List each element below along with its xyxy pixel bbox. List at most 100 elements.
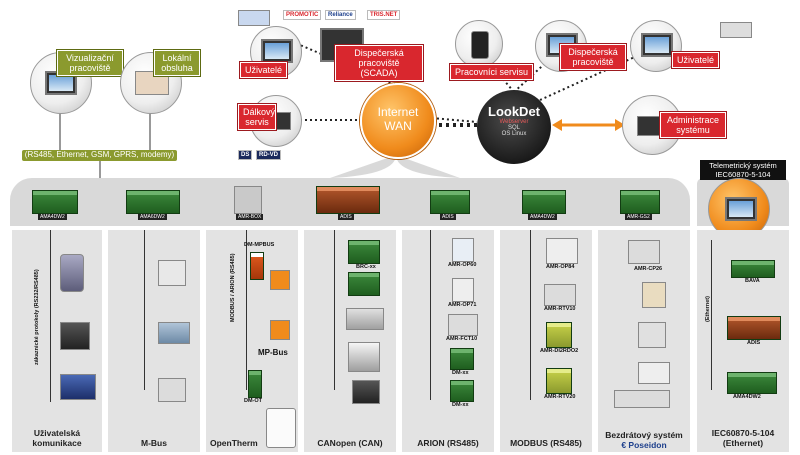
poseidon-brand: € Poseidon <box>598 440 690 450</box>
device-label: AMR-OP60 <box>448 262 477 268</box>
logo-ds: DS <box>238 150 253 160</box>
computer-icon <box>725 197 757 221</box>
wireless-sensor-device <box>642 282 666 308</box>
bus-module <box>316 186 380 214</box>
column-iec: (Ethernet) BAVA ADIS AMA4DW2 IEC60870-5-… <box>697 230 789 452</box>
dm-ot-device <box>248 370 262 398</box>
receiver-device <box>614 390 670 408</box>
dispecerska-right-label: Dispečerská pracoviště <box>560 44 626 70</box>
gateway-device <box>628 240 660 264</box>
io-device <box>546 368 572 394</box>
device-label: AMR-OP71 <box>448 302 477 308</box>
telemetricky-node <box>708 178 770 240</box>
lookdet-server-node: LookDet Webserver SQL OS Linux <box>477 90 551 164</box>
column-opentherm: MODBUS / ARION (RS485) DM-MPBUS MP-Bus D… <box>206 230 298 452</box>
bus-module-tag: AMR-GS2 <box>625 214 652 220</box>
uzivatele-right-label: Uživatelé <box>672 52 720 68</box>
bus-module <box>522 190 566 214</box>
actuator-device <box>270 320 290 340</box>
column-arion: AMR-OP60 AMR-OP71 AMR-FCT10 DM-xx DM-xx … <box>402 230 494 452</box>
wireless-sensor-device <box>638 322 666 348</box>
column-title: Uživatelská komunikace <box>32 428 82 448</box>
bus-module <box>32 190 78 214</box>
device-label: ADIS <box>747 340 761 346</box>
column-title: MODBUS (RS485) <box>510 438 582 448</box>
motor-device <box>352 380 380 404</box>
device-label: DM-xx <box>452 402 469 408</box>
smartphone-icon <box>471 31 489 59</box>
wireless-sensor-device <box>638 362 670 384</box>
logo-tris: TRIS.NET <box>367 10 401 20</box>
controller-device <box>448 314 478 336</box>
dm-device <box>450 380 474 402</box>
administrace-label: Administrace systému <box>660 112 726 138</box>
internet-label: Internet <box>377 105 419 119</box>
mpbus-label: MP-Bus <box>258 348 288 357</box>
device-label: AMR-RTV20 <box>544 394 576 400</box>
device-label: AMR-RTV10 <box>544 306 576 312</box>
bus-module-tag: ADIS <box>440 214 456 220</box>
software-logo-icon <box>238 10 270 26</box>
column-vertical-label: MODBUS / ARION (RS485) <box>230 253 236 322</box>
telemetricky-label: Telemetrický systém IEC60870-5-104 <box>700 160 786 180</box>
panel-device <box>452 238 474 262</box>
column-title: CANopen (CAN) <box>317 438 383 448</box>
column-wireless: AMR-CP26 Bezdrátový systém € Poseidon <box>598 230 690 452</box>
pracovnici-servisu-label: Pracovníci servisu <box>450 64 534 80</box>
logo-promotic: PROMOTIC <box>283 10 322 20</box>
computer-icon <box>261 39 293 63</box>
bus-module-tag: ADIS <box>338 214 354 220</box>
bus-module <box>620 190 660 214</box>
vizualizacni-label: Vizualizační pracoviště <box>57 50 123 76</box>
server-rack-icon <box>720 22 752 38</box>
internet-wan-node: Internet WAN <box>360 83 436 159</box>
device-label: AMR-OP84 <box>546 264 575 270</box>
column-canopen: BRC-xx CANopen (CAN) <box>304 230 396 452</box>
computer-icon <box>641 33 673 57</box>
dm-mpbus-device <box>250 252 264 280</box>
device-label: DM-OT <box>244 398 263 404</box>
dm-device <box>450 348 474 370</box>
device-label: DM-xx <box>452 370 469 376</box>
column-vertical-label: zákaznické protokoly (RS232/RS485) <box>34 269 40 365</box>
device-label: DM-MPBUS <box>244 242 275 248</box>
bava-device <box>731 260 775 278</box>
bus-module <box>126 190 180 214</box>
drive-device <box>348 342 380 372</box>
uzivatele-left-label: Uživatelé <box>240 62 288 78</box>
wireless-title: Bezdrátový systém <box>605 430 683 440</box>
bus-module-tag: AMA6DW2 <box>138 214 167 220</box>
bus-module-tag: AMA4DW2 <box>528 214 557 220</box>
column-uzivatelska: zákaznické protokoly (RS232/RS485) Uživa… <box>12 230 102 452</box>
ama-device <box>727 372 777 394</box>
column-modbus: AMR-OP84 AMR-RTV10 AMR-DI2RDO2 AMR-RTV20… <box>500 230 592 452</box>
logo-reliance: Reliance <box>325 10 356 20</box>
local-band: (RS485, Ethernet, GSM, GPRS, modemy) <box>22 150 177 161</box>
logo-rdvd: RD-VD <box>256 150 281 160</box>
controller-device <box>544 284 576 306</box>
column-title: Bezdrátový systém <box>598 430 690 440</box>
display-device <box>60 374 96 400</box>
sensor-device <box>60 254 84 292</box>
poseidon-label: Poseidon <box>628 440 667 450</box>
column-title: M-Bus <box>141 438 167 448</box>
flow-meter-device <box>158 322 190 344</box>
bus-module <box>430 190 470 214</box>
lokalni-label: Lokální obsluha <box>154 50 200 76</box>
bus-module-tag: AMR-BOX <box>236 214 264 220</box>
column-title: OpenTherm <box>210 438 258 448</box>
column-mbus: M-Bus <box>108 230 200 452</box>
device-label: AMA4DW2 <box>733 394 761 400</box>
amr-box-device <box>234 186 262 214</box>
motor-device <box>60 322 90 350</box>
brc-device <box>348 240 380 264</box>
device-label: BAVA <box>745 278 760 284</box>
panel-device <box>546 238 578 264</box>
column-title: ARION (RS485) <box>417 438 479 448</box>
lookdet-line2: SQL <box>507 125 520 131</box>
brc-device <box>348 272 380 296</box>
lookdet-title: LookDet <box>488 104 540 119</box>
lookdet-line3: OS Linux <box>501 131 527 137</box>
device-label: AMR-DI2RDO2 <box>540 348 579 354</box>
lookdet-line1: Webserver <box>499 119 529 125</box>
